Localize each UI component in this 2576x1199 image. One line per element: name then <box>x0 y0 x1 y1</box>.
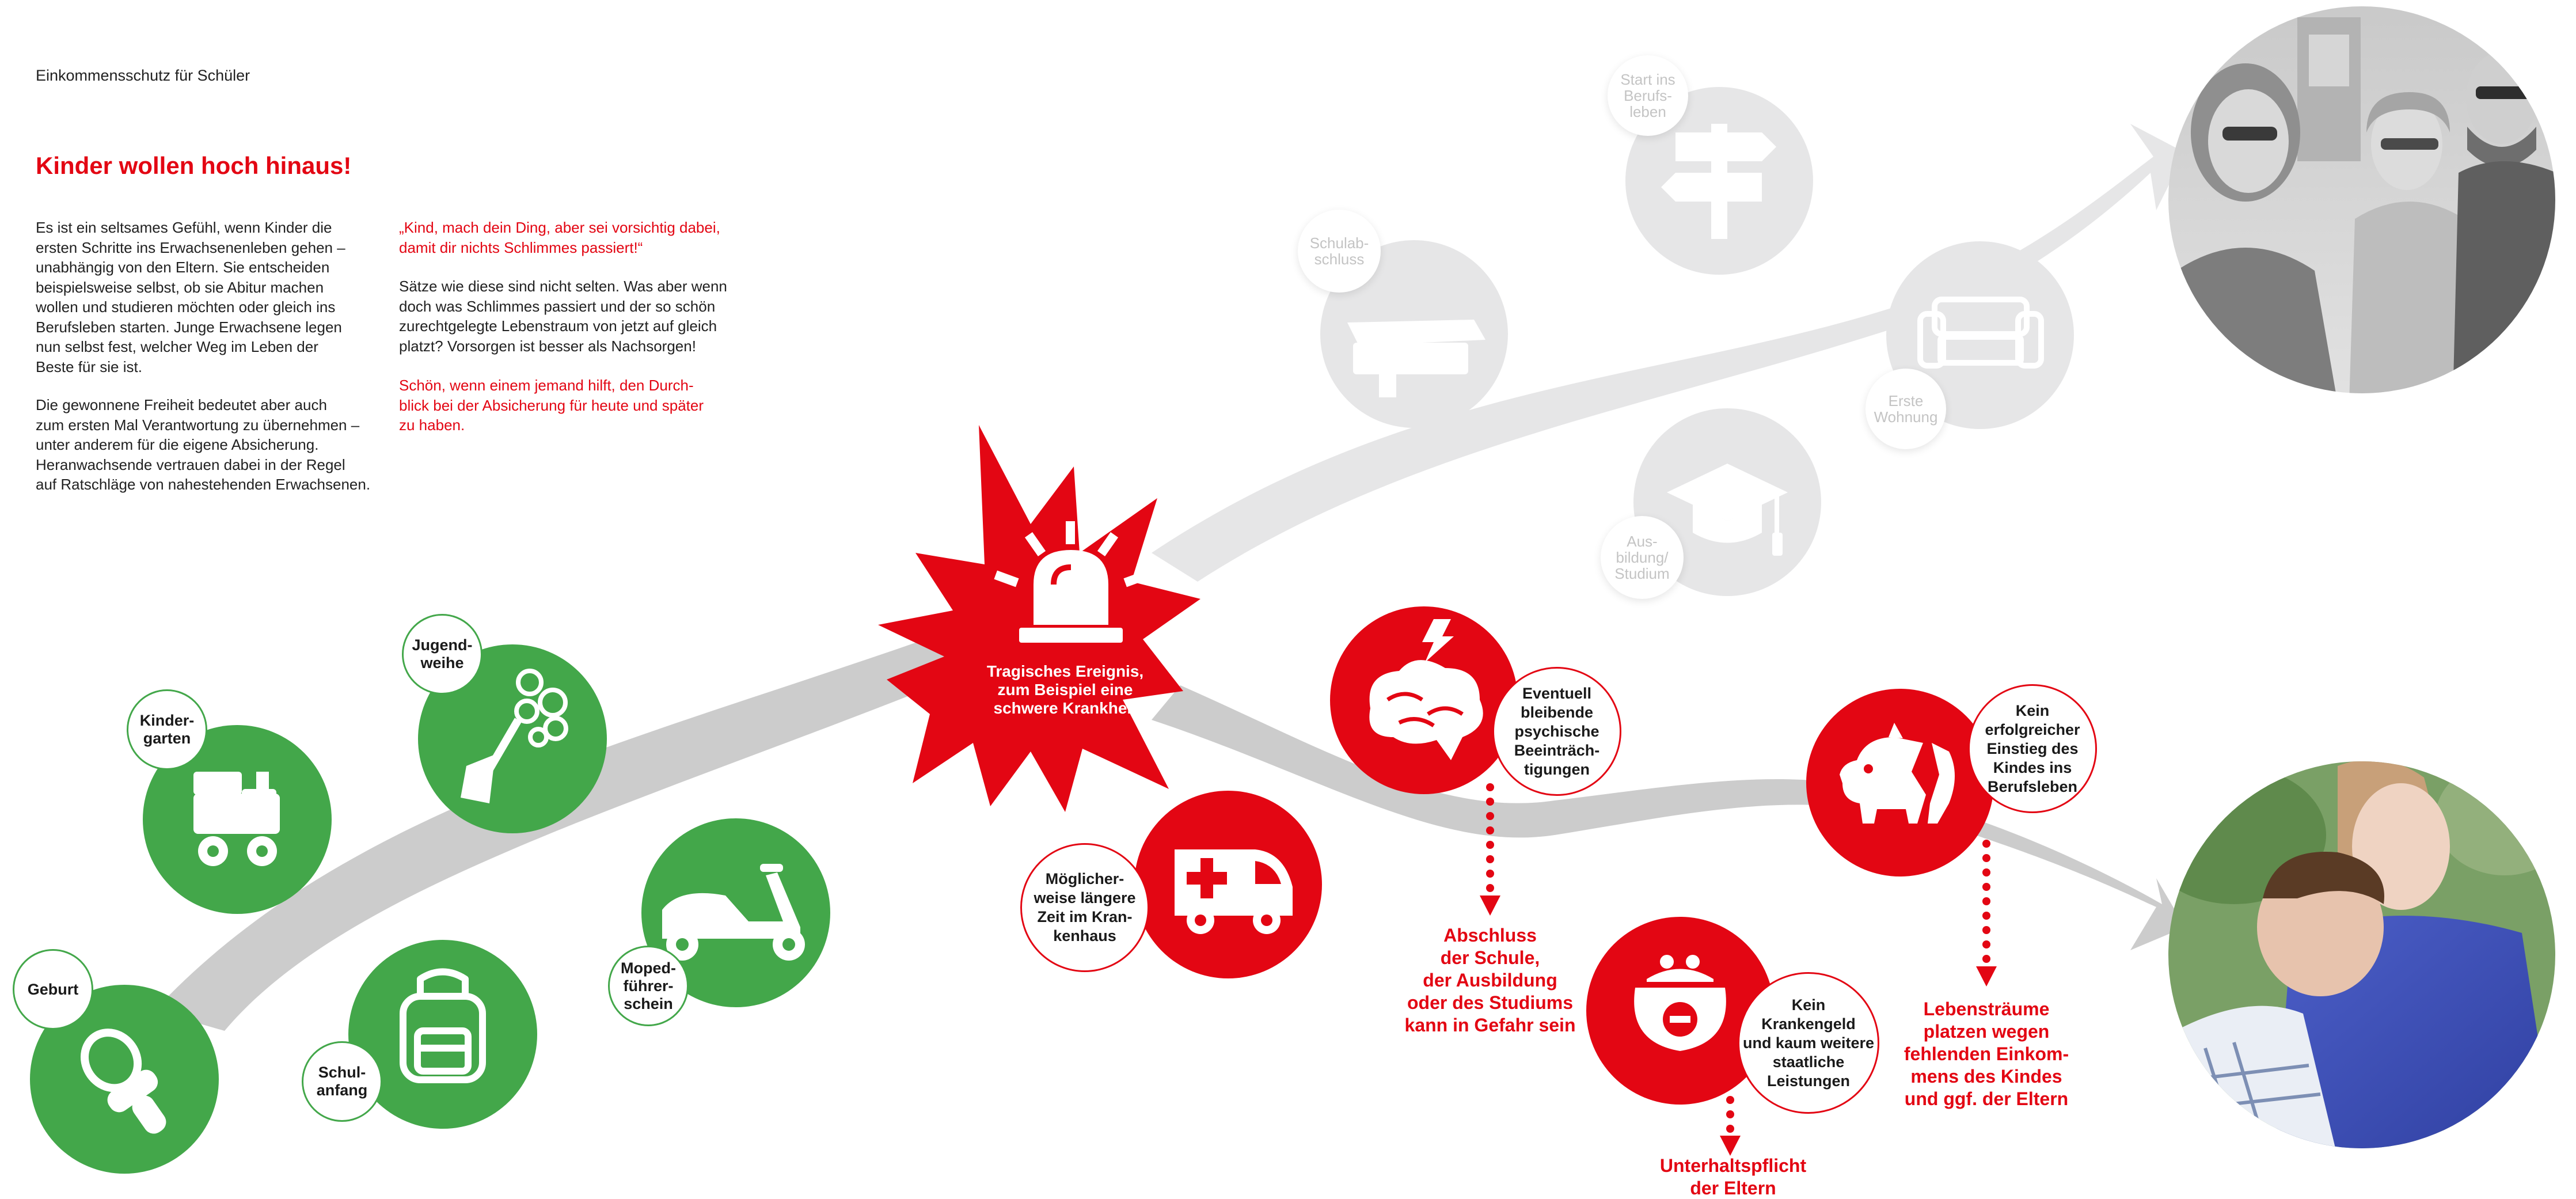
siren-highlight-icon <box>1051 564 1072 585</box>
worried-mother-son-photo-icon <box>2168 761 2555 1148</box>
ambulance-icon <box>1175 849 1293 934</box>
broken-piggy-bank-icon <box>1840 723 1955 824</box>
consequence-no-career <box>1806 689 1994 877</box>
future-label-career-start: Start ins Berufs- leben <box>1608 55 1688 136</box>
arrow-psych-result <box>1480 783 1500 916</box>
result-education-at-risk: Abschluss der Schule, der Ausbildung ode… <box>1404 925 1576 1035</box>
consequence-label-no-career: Kein erfolgreicher Einstieg des Kindes i… <box>1968 684 2097 813</box>
tragic-event-burst <box>878 425 1200 812</box>
graduation-cap-icon <box>1667 464 1788 556</box>
future-career-start <box>1625 87 1813 275</box>
milestone-youth-consecration <box>418 644 607 833</box>
consequence-label-no-sick-pay: Kein Krankengeld und kaum weitere staatl… <box>1738 972 1879 1114</box>
path-future <box>1152 124 2185 582</box>
empty-purse-icon <box>1634 955 1726 1051</box>
consequence-label-hospital: Möglicher- weise längere Zeit im Kran- k… <box>1020 843 1149 972</box>
milestone-moped-license <box>641 818 830 1007</box>
signpost-icon <box>1661 124 1776 239</box>
milestone-label-moped-license: Moped- führer- schein <box>608 946 689 1026</box>
milestone-label-birth: Geburt <box>13 949 93 1030</box>
page-subtitle: Einkommensschutz für Schüler <box>36 67 250 84</box>
happy-young-adults-photo-icon <box>2168 6 2555 393</box>
path-main <box>154 631 950 1031</box>
pacifier-icon <box>80 1029 166 1134</box>
intro-paragraph-4: Schön, wenn einem jemand hilft, den Durc… <box>399 377 704 434</box>
arrow-sickpay-result <box>1720 1096 1741 1156</box>
milestone-school-start <box>348 940 537 1129</box>
toy-train-icon <box>193 772 280 866</box>
consequence-label-psychological: Eventuell bleibende psychische Beeinträc… <box>1492 667 1621 796</box>
milestone-birth <box>30 985 219 1174</box>
future-label-first-flat: Erste Wohnung <box>1865 369 1946 449</box>
milestone-label-school-start: Schul- anfang <box>302 1041 382 1122</box>
page-title: Kinder wollen hoch hinaus! <box>36 152 352 179</box>
intro-quote: „Kind, mach dein Ding, aber sei vorsicht… <box>399 219 720 256</box>
bouquet-wrap-icon <box>461 754 495 803</box>
arrow-career-result <box>1976 840 1997 986</box>
milestone-kindergarten <box>143 725 332 914</box>
milestone-label-kindergarten: Kinder- garten <box>127 689 207 770</box>
future-label-education: Aus- bildung/ Studium <box>1601 516 1684 599</box>
future-label-graduation: Schulab- schluss <box>1298 210 1381 293</box>
intro-paragraph-1: Es ist ein seltsames Gefühl, wenn Kinder… <box>36 219 345 375</box>
brain-lightning-icon <box>1369 619 1483 760</box>
future-graduation <box>1320 240 1508 428</box>
dotted-arrows <box>1480 783 1997 1156</box>
result-dreams-burst: Lebensträume platzen wegen fehlenden Ein… <box>1903 999 2069 1109</box>
consequence-no-sick-pay <box>1586 917 1774 1105</box>
result-parental-support-duty: Unterhaltspflicht der Eltern <box>1659 1155 1807 1198</box>
sofa-icon <box>1917 297 2044 369</box>
tragic-event-label: Tragisches Ereignis, zum Beispiel eine s… <box>986 662 1144 717</box>
alarm-siren-icon <box>994 521 1149 643</box>
intro-paragraph-3: Sätze wie diese sind nicht selten. Was a… <box>399 278 727 355</box>
school-backpack-icon <box>400 968 486 1083</box>
milestone-label-youth-consecration: Jugend- weihe <box>402 614 482 695</box>
scooter-icon <box>662 864 805 961</box>
consequence-hospital <box>1134 791 1322 978</box>
intro-paragraph-2: Die gewonnene Freiheit bedeutet aber auc… <box>36 396 371 493</box>
life-path-ribbons <box>154 124 2185 1031</box>
book-icon <box>1347 320 1485 397</box>
consequence-psychological <box>1330 606 1518 794</box>
